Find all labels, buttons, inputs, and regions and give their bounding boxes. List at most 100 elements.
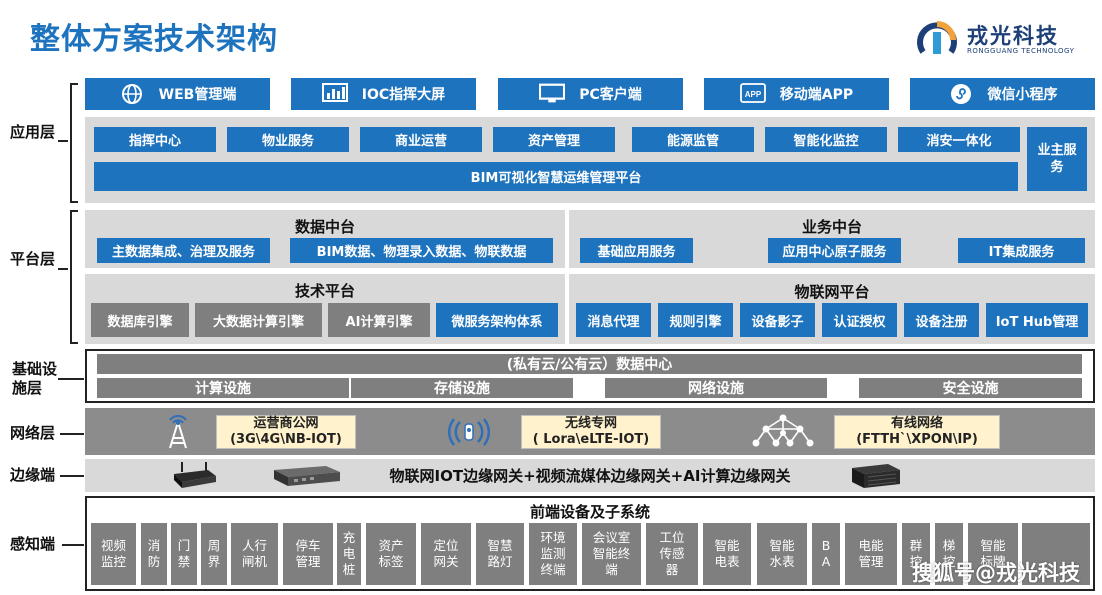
device-workstation-sensor[interactable]: 工位传感器 [646, 523, 698, 585]
device-power-management[interactable]: 电能管理 [845, 523, 897, 585]
layer-label-infra-line2: 施层 [12, 379, 43, 397]
owner-service-line2: 务 [1050, 160, 1064, 175]
network-facility[interactable]: 网络设施 [605, 378, 827, 398]
logo-text-en: RONGGUANG TECHNOLOGY [967, 47, 1075, 55]
device-charging-pile[interactable]: 充电桩 [337, 523, 361, 585]
wired-network-line1: 有线网络 [890, 416, 943, 431]
client-pc-button[interactable]: PC客户端 [498, 78, 683, 110]
bigdata-engine-button[interactable]: 大数据计算引擎 [195, 303, 322, 337]
edge-band [85, 459, 1095, 492]
client-miniprogram-button[interactable]: 微信小程序 [910, 78, 1095, 110]
device-smart-streetlight[interactable]: 智慧路灯 [476, 523, 524, 585]
layer-label-edge: 边缘端 [10, 466, 56, 484]
device-meeting-room-terminal[interactable]: 会议室智能终端 [582, 523, 641, 585]
tick-application [58, 140, 68, 142]
layer-label-sensing: 感知端 [10, 535, 56, 553]
device-pedestrian-gate-label: 人行闸机 [241, 538, 267, 569]
compute-facility[interactable]: 计算设施 [97, 378, 349, 398]
atomic-service-button[interactable]: 应用中心原子服务 [768, 238, 901, 263]
device-asset-tag-label: 资产标签 [378, 538, 404, 569]
device-group-control[interactable]: 群控 [902, 523, 930, 585]
device-elevator-control[interactable]: 梯控 [935, 523, 963, 585]
public-network-line2: (3G\4G\NB-IOT) [230, 432, 342, 447]
tick-network [60, 433, 84, 435]
app-smart-monitoring[interactable]: 智能化监控 [765, 127, 887, 152]
edge-gateway-text: 物联网IOT边缘网关+视频流媒体边缘网关+AI计算边缘网关 [389, 467, 791, 485]
client-web-label: WEB管理端 [158, 87, 237, 103]
device-video-surveillance-label: 视频监控 [100, 538, 126, 569]
logo-mark-icon [917, 21, 957, 54]
device-elevator-control-label: 梯控 [942, 538, 956, 569]
device-access-control-label: 门禁 [177, 538, 191, 569]
device-positioning-gateway-label: 定位网关 [433, 538, 459, 569]
device-register-button[interactable]: 设备注册 [904, 303, 979, 337]
device-smart-water-meter-label: 智能水表 [769, 538, 795, 569]
device-fire-label: 消防 [147, 538, 161, 569]
tick-edge [60, 475, 84, 477]
svg-text:APP: APP [745, 90, 762, 99]
device-perimeter-label: 周界 [207, 538, 221, 569]
app-property-service[interactable]: 物业服务 [227, 127, 349, 152]
device-asset-tag[interactable]: 资产标签 [366, 523, 416, 585]
app-energy-supervision[interactable]: 能源监管 [632, 127, 754, 152]
layer-label-platform: 平台层 [10, 250, 56, 268]
company-logo: 戎光科技 RONGGUANG TECHNOLOGY [915, 18, 1085, 60]
monitor-icon [539, 83, 566, 105]
master-data-button[interactable]: 主数据集成、治理及服务 [97, 238, 270, 263]
app-asset-management[interactable]: 资产管理 [493, 127, 615, 152]
device-smart-electric-meter-label: 智能电表 [714, 538, 740, 569]
it-integration-button[interactable]: IT集成服务 [958, 238, 1085, 263]
bim-data-button[interactable]: BIM数据、物理录入数据、物联数据 [290, 238, 553, 263]
client-app-button[interactable]: APP 移动端APP [704, 78, 889, 110]
app-commercial-ops[interactable]: 商业运营 [360, 127, 482, 152]
client-ioc-button[interactable]: IOC指挥大屏 [291, 78, 476, 110]
bim-platform-bar[interactable]: BIM可视化智慧运维管理平台 [94, 162, 1018, 191]
client-web-button[interactable]: WEB管理端 [85, 78, 270, 110]
database-engine-button[interactable]: 数据库引擎 [91, 303, 189, 337]
device-positioning-gateway[interactable]: 定位网关 [421, 523, 471, 585]
device-video-surveillance[interactable]: 视频监控 [91, 523, 136, 585]
page-title: 整体方案技术架构 [30, 22, 278, 57]
app-command-center[interactable]: 指挥中心 [94, 127, 216, 152]
wired-network-card[interactable]: 有线网络 (FTTH`\XPON\IP) [834, 415, 1000, 449]
security-facility[interactable]: 安全设施 [859, 378, 1082, 398]
device-smart-water-meter[interactable]: 智能水表 [757, 523, 807, 585]
app-icon: APP [739, 83, 766, 105]
device-environment-terminal[interactable]: 环境监测终端 [529, 523, 577, 585]
microservice-button[interactable]: 微服务架构体系 [436, 303, 558, 337]
device-smart-signage[interactable]: 智能标牌 [968, 523, 1018, 585]
device-smart-electric-meter[interactable]: 智能电表 [703, 523, 751, 585]
tick-sensing [62, 544, 84, 546]
device-pedestrian-gate[interactable]: 人行闸机 [231, 523, 278, 585]
private-wireless-line2: ( Lora\eLTE-IOT) [532, 432, 650, 447]
device-parking[interactable]: 停车管理 [283, 523, 333, 585]
device-perimeter[interactable]: 周界 [201, 523, 227, 585]
app-fire-security[interactable]: 消安一体化 [898, 127, 1020, 152]
client-miniprogram-label: 微信小程序 [987, 87, 1058, 103]
rule-engine-button[interactable]: 规则引擎 [658, 303, 733, 337]
storage-facility[interactable]: 存储设施 [351, 378, 573, 398]
private-wireless-card[interactable]: 无线专网 ( Lora\eLTE-IOT) [521, 415, 661, 449]
owner-service-line1: 业主服 [1037, 143, 1077, 158]
datacenter-bar[interactable]: (私有云/公有云）数据中心 [97, 354, 1082, 374]
owner-service-button[interactable]: 业主服 务 [1027, 127, 1087, 191]
tick-infra [58, 378, 84, 380]
device-access-control[interactable]: 门禁 [171, 523, 197, 585]
message-broker-button[interactable]: 消息代理 [576, 303, 651, 337]
public-network-card[interactable]: 运营商公网 (3G\4G\NB-IOT) [216, 415, 356, 449]
device-shadow-button[interactable]: 设备影子 [740, 303, 815, 337]
device-fire[interactable]: 消防 [141, 523, 167, 585]
device-environment-terminal-label: 环境监测终端 [540, 530, 566, 577]
iot-hub-button[interactable]: IoT Hub管理 [986, 303, 1088, 337]
iot-platform-title: 物联网平台 [794, 283, 870, 301]
layer-label-network: 网络层 [10, 424, 56, 442]
device-power-management-label: 电能管理 [858, 538, 884, 569]
sensing-title: 前端设备及子系统 [529, 503, 650, 521]
globe-icon [119, 83, 145, 105]
bracket-application [70, 83, 78, 203]
ai-engine-button[interactable]: AI计算引擎 [328, 303, 430, 337]
ai-gateway-device-icon [852, 464, 900, 488]
auth-button[interactable]: 认证授权 [822, 303, 897, 337]
basic-app-service-button[interactable]: 基础应用服务 [580, 238, 693, 263]
